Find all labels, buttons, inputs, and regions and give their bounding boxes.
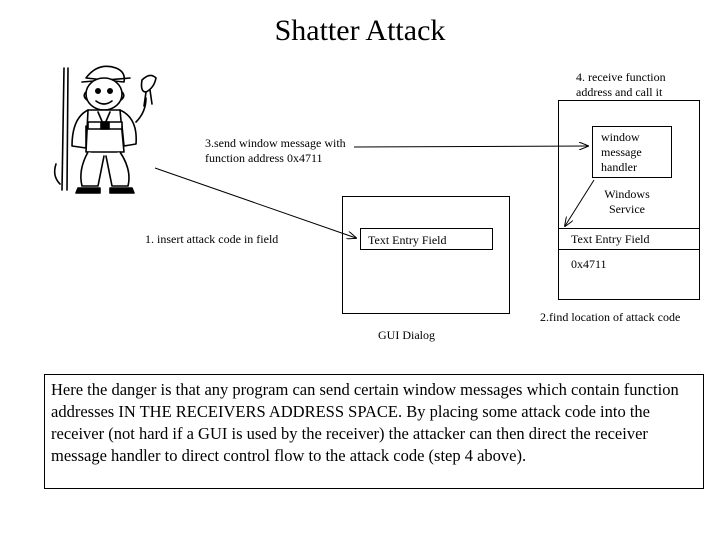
step1-label: 1. insert attack code in field xyxy=(145,232,279,246)
text-entry-right-label: Text Entry Field xyxy=(571,232,650,246)
text-entry-field-left[interactable] xyxy=(360,228,493,250)
cartoon-attacker-icon xyxy=(53,65,157,194)
window-message-handler-box xyxy=(592,126,672,178)
window-message-handler-label: window message handler xyxy=(601,130,642,174)
arrow-step4 xyxy=(565,179,595,226)
step2-label: 2.find location of attack code xyxy=(540,310,681,324)
arrow-step1 xyxy=(154,167,356,238)
text-entry-left-label: Text Entry Field xyxy=(368,233,447,247)
windows-service-box xyxy=(558,100,700,300)
address-label: 0x4711 xyxy=(571,257,607,271)
gui-dialog-label: GUI Dialog xyxy=(378,328,435,342)
step3-label: 3.send window message with function addr… xyxy=(205,136,346,165)
explanation-caption: Here the danger is that any program can … xyxy=(44,374,704,489)
gui-dialog-box xyxy=(342,196,510,314)
page-title: Shatter Attack xyxy=(274,14,446,47)
text-entry-field-right[interactable] xyxy=(558,228,700,250)
arrow-step3 xyxy=(353,146,588,147)
windows-service-label: Windows Service xyxy=(604,187,650,216)
step4-label: 4. receive function address and call it xyxy=(576,70,666,99)
